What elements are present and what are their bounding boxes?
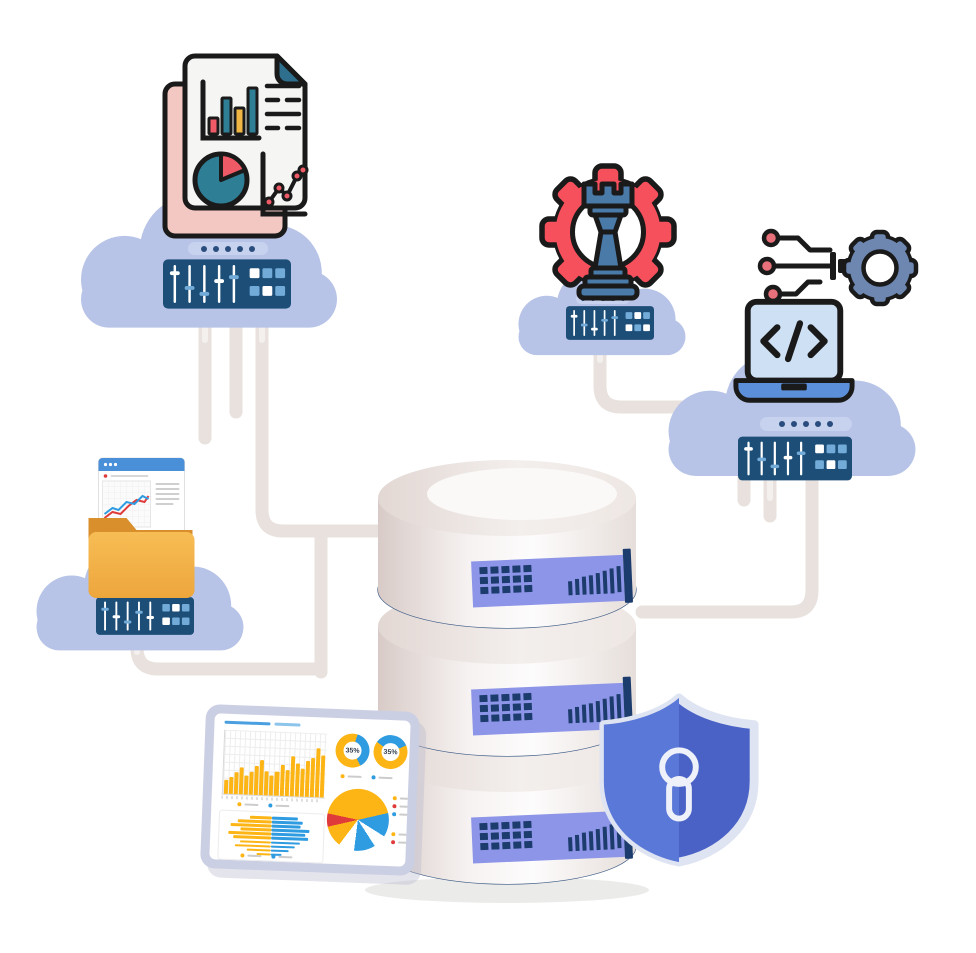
stacked-bar-chart <box>217 809 326 864</box>
bar <box>269 775 274 796</box>
text-lines-icon <box>264 83 302 131</box>
equalizer-panel <box>566 306 654 340</box>
gear-icon <box>841 229 919 307</box>
code-laptop-icon <box>733 298 855 403</box>
bar-chart <box>221 729 328 799</box>
legend-item <box>391 832 411 837</box>
database-cylinder <box>365 460 649 903</box>
pie-chart-icon <box>192 151 250 209</box>
bar <box>274 771 280 796</box>
bar-chart-legend <box>237 802 290 808</box>
bar <box>243 775 249 795</box>
cable <box>255 301 393 538</box>
database-tier <box>377 588 637 757</box>
dashboard-title-bar <box>274 722 301 727</box>
chess-rook-gear-icon <box>539 163 677 301</box>
bar <box>279 764 285 796</box>
pie-legend-group <box>390 832 411 845</box>
legend-item <box>240 853 262 858</box>
pie-legend-group <box>392 796 411 817</box>
indicator-dots <box>760 417 852 431</box>
legend-item <box>268 803 290 808</box>
browser-window-icon <box>98 457 185 535</box>
server-panel <box>471 548 633 608</box>
pie-chart <box>325 787 391 853</box>
circuit-icon <box>757 228 847 304</box>
database-shadow <box>365 877 649 903</box>
donut-value: 35% <box>383 748 398 756</box>
legend-item <box>392 812 411 817</box>
donut-chart: 35% <box>372 734 409 770</box>
dashboard-title-bar <box>224 720 271 726</box>
bar <box>299 769 305 797</box>
equalizer-panel <box>163 259 291 309</box>
keyhole-icon <box>659 747 699 822</box>
legend-item <box>371 775 393 780</box>
bar <box>284 769 290 797</box>
dashboard-tablet: 35% 35% <box>199 703 421 877</box>
legend-item <box>392 796 411 801</box>
chess-rook-icon <box>576 181 640 301</box>
folder-document-icon <box>88 457 195 598</box>
dashboard-screen: 35% 35% <box>209 713 411 867</box>
shield-keyhole-icon <box>599 693 759 867</box>
server-panel <box>471 676 633 736</box>
report-document-icon <box>162 53 309 239</box>
cable <box>593 329 713 414</box>
cable <box>635 469 819 619</box>
circuit-gear-icon <box>757 228 919 307</box>
code-brackets-icon <box>760 320 828 363</box>
donut-value: 35% <box>345 746 360 755</box>
donut-legend <box>340 774 393 780</box>
legend-item <box>237 802 259 807</box>
legend-item <box>390 840 411 845</box>
database-tier <box>377 460 637 629</box>
line-chart-icon <box>260 151 309 217</box>
bar <box>223 779 229 794</box>
legend-item <box>271 854 293 860</box>
folder-icon <box>88 518 195 598</box>
stacked-bar-legend <box>240 853 293 860</box>
legend-item <box>392 804 411 809</box>
stacked-bar-rows <box>222 815 319 858</box>
bar-chart-icon <box>200 79 262 141</box>
equalizer-panel <box>738 436 852 481</box>
donut-chart: 35% <box>334 732 371 769</box>
indicator-dots <box>188 242 268 255</box>
bar <box>228 777 234 795</box>
equalizer-panel <box>96 597 194 635</box>
bar <box>319 755 326 798</box>
legend-item <box>340 774 362 779</box>
